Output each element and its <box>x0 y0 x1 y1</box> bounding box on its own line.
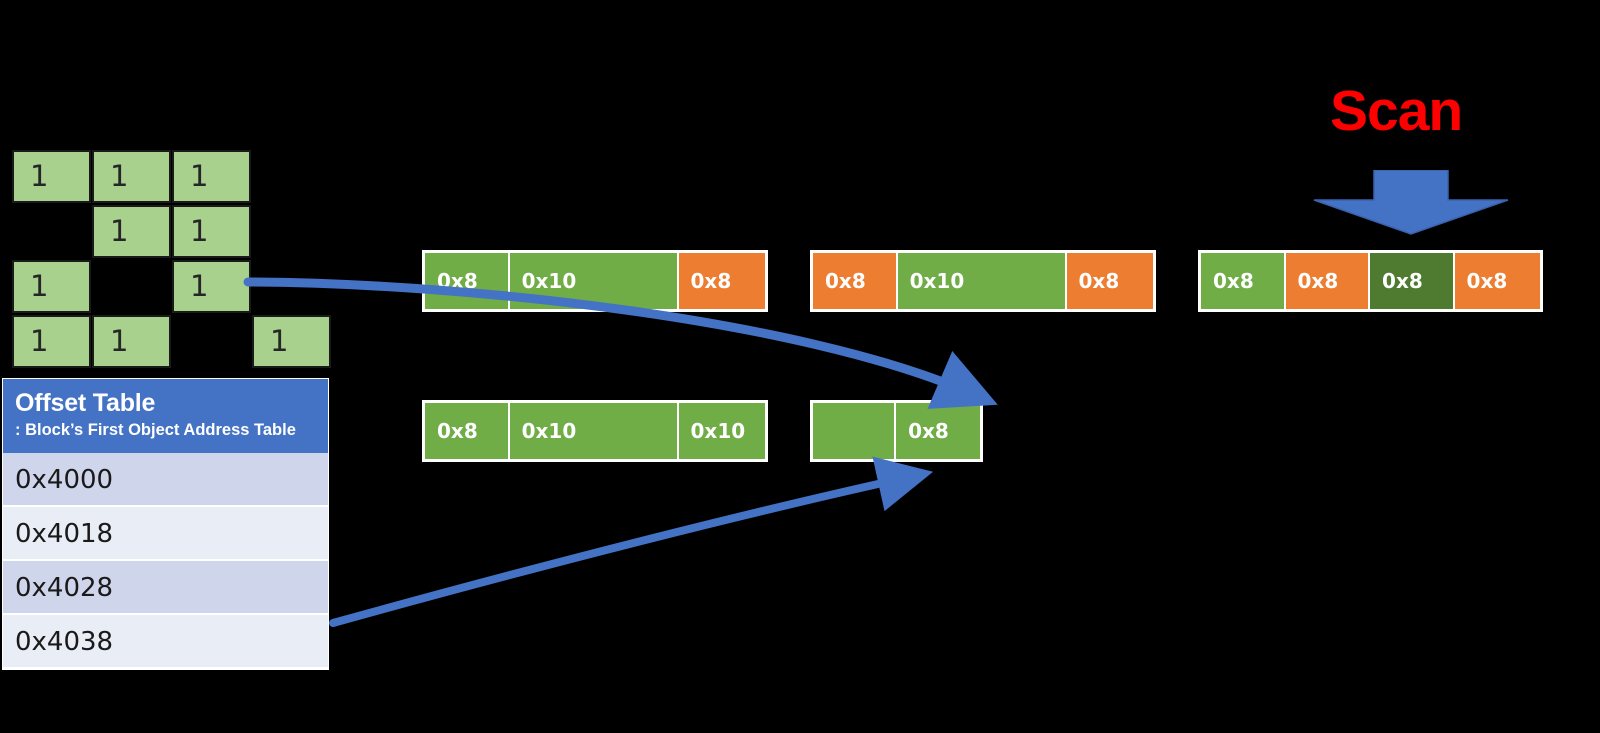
bitmap-cell-empty <box>252 260 331 313</box>
memory-cell: 0x8 <box>425 253 510 309</box>
bitmap-cell-marked: 1 <box>172 260 251 313</box>
memory-cell: 0x8 <box>1066 253 1154 309</box>
memory-cell: 0x10 <box>509 253 679 309</box>
bitmap-cell-empty <box>12 205 91 258</box>
offset-table-row: 0x4000 <box>3 453 328 507</box>
memory-cell: 0x10 <box>509 403 679 459</box>
scan-label: Scan <box>1330 79 1463 143</box>
bitmap-cell-marked: 1 <box>172 150 251 203</box>
scan-down-arrow-icon <box>1308 169 1514 236</box>
memory-cell: 0x8 <box>425 403 510 459</box>
offset-table-row: 0x4038 <box>3 615 328 669</box>
bitmap-cell-marked: 1 <box>252 315 331 368</box>
memory-cell: 0x8 <box>896 403 980 459</box>
bitmap-cell-marked: 1 <box>92 205 171 258</box>
memory-cell: 0x8 <box>1201 253 1286 309</box>
bitmap-cell-empty <box>252 150 331 203</box>
bitmap-cell-marked: 1 <box>92 315 171 368</box>
bitmap-cell-marked: 1 <box>92 150 171 203</box>
bitmap-cell-marked: 1 <box>172 205 251 258</box>
memory-cell: 0x8 <box>678 253 766 309</box>
bitmap-cell-marked: 1 <box>12 150 91 203</box>
offset-table-header: Offset Table : Block’s First Object Addr… <box>3 379 328 453</box>
memory-block-5: 0x8 <box>810 400 983 462</box>
offset-table-row: 0x4018 <box>3 507 328 561</box>
bitmap-cell-empty <box>252 205 331 258</box>
memory-cell: 0x8 <box>1454 253 1540 309</box>
memory-cell: 0x8 <box>1285 253 1371 309</box>
offset-table-subtitle: : Block’s First Object Address Table <box>15 421 296 439</box>
offset-to-block-connector <box>329 456 934 627</box>
bitmap-cell-empty <box>92 260 171 313</box>
bitmap-cell-empty <box>172 315 251 368</box>
offset-table-row: 0x4028 <box>3 561 328 615</box>
bitmap-cell-marked: 1 <box>12 260 91 313</box>
offset-table-title: Offset Table <box>15 389 156 417</box>
memory-cell: 0x8 <box>813 253 898 309</box>
memory-cell: 0x8 <box>1370 253 1455 309</box>
bitmap-cell-marked: 1 <box>12 315 91 368</box>
memory-cell: 0x10 <box>678 403 766 459</box>
memory-cell <box>813 403 897 459</box>
offset-table: Offset Table : Block’s First Object Addr… <box>2 378 329 670</box>
memory-cell: 0x10 <box>897 253 1067 309</box>
